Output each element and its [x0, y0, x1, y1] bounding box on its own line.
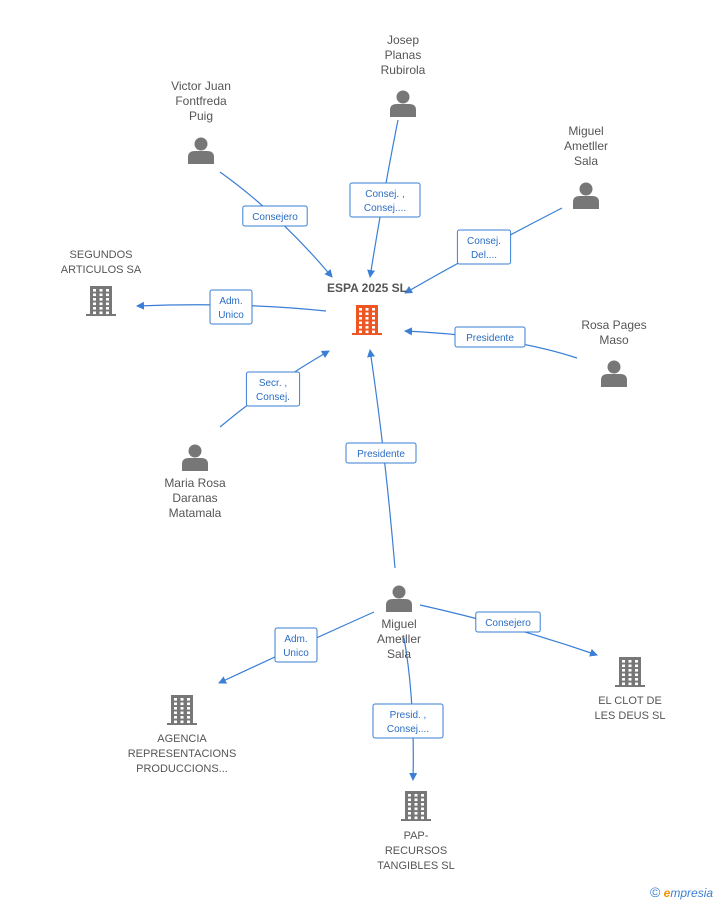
edge-label-box[interactable]: [372, 703, 444, 739]
node-label: Maria Rosa: [164, 476, 226, 490]
node-label: REPRESENTACIONS: [128, 748, 237, 760]
edge-label-text: Consejero: [485, 618, 531, 629]
node-label: TANGIBLES SL: [377, 860, 454, 872]
edge-label-text: Presidente: [466, 333, 514, 344]
edge-label-box[interactable]: [274, 627, 318, 663]
node-label: Miguel: [568, 124, 603, 138]
center-node-label: ESPA 2025 SL: [327, 281, 407, 295]
edge-victor[interactable]: Consejero: [219, 171, 333, 278]
edge-pap[interactable]: Presid. , Consej....: [372, 637, 444, 781]
node-label: Miguel: [381, 617, 416, 631]
edge-label-text: Consej.: [467, 236, 501, 247]
node-agencia[interactable]: AGENCIA REPRESENTACIONS PRODUCCIONS...: [128, 695, 237, 775]
edge-clot[interactable]: Consejero: [419, 604, 598, 657]
person-icon: [601, 360, 627, 387]
person-icon: [390, 90, 416, 117]
building-icon: [86, 286, 116, 316]
edge-label-box[interactable]: [475, 611, 541, 633]
brand-name: mpresia: [670, 886, 714, 900]
node-label: Josep: [387, 33, 419, 47]
edge-label-box[interactable]: [345, 442, 417, 464]
node-label: Daranas: [172, 491, 217, 505]
edge-segundos[interactable]: Adm. Unico: [136, 289, 327, 325]
node-label: Fontfreda: [175, 94, 227, 108]
node-label: Sala: [387, 647, 411, 661]
edge-label-text: Adm.: [284, 634, 307, 645]
node-label: Rosa Pages: [581, 318, 646, 332]
edge-label-text: Presidente: [357, 449, 405, 460]
edge-label-text: Consej.: [256, 392, 290, 403]
person-icon: [182, 444, 208, 471]
edge-label-box[interactable]: [245, 371, 301, 407]
edge-label-text: Consej....: [387, 724, 429, 735]
building-icon: [615, 657, 645, 687]
edge-label-text: Presid. ,: [390, 710, 427, 721]
edge-label-text: Del....: [471, 250, 497, 261]
edge-josep[interactable]: Consej. , Consej....: [349, 119, 421, 278]
footer-brand[interactable]: © empresia: [650, 884, 713, 900]
node-label: Puig: [189, 109, 213, 123]
brand-logo-e: e: [663, 886, 671, 900]
edge-label-box[interactable]: [209, 289, 253, 325]
building-icon: [401, 791, 431, 821]
node-segundos[interactable]: SEGUNDOS ARTICULOS SA: [61, 249, 142, 316]
person-icon: [386, 585, 412, 612]
edge-rosa[interactable]: Presidente: [404, 326, 578, 359]
edge-miguel-bottom[interactable]: Presidente: [345, 349, 417, 569]
node-label: AGENCIA: [157, 733, 207, 745]
node-clot[interactable]: EL CLOT DE LES DEUS SL: [595, 657, 666, 722]
node-label: Ametller: [377, 632, 421, 646]
edge-label-text: Unico: [283, 648, 309, 659]
node-espa[interactable]: ESPA 2025 SL: [327, 281, 407, 335]
person-icon: [188, 137, 214, 164]
node-label: PRODUCCIONS...: [136, 763, 228, 775]
edge-label-text: Consejero: [252, 212, 298, 223]
edge-label-box[interactable]: [349, 182, 421, 218]
node-pap[interactable]: PAP- RECURSOS TANGIBLES SL: [377, 791, 455, 872]
node-label: PAP-: [404, 830, 429, 842]
node-label: EL CLOT DE: [598, 695, 662, 707]
node-label: Victor Juan: [171, 79, 231, 93]
building-icon: [352, 305, 382, 335]
building-icon: [167, 695, 197, 725]
edge-label-text: Consej....: [364, 203, 406, 214]
node-label: Ametller: [564, 139, 608, 153]
edge-label-box[interactable]: [456, 229, 512, 265]
copyright-icon: ©: [650, 884, 661, 900]
edge-miguel-top[interactable]: Consej. Del....: [404, 207, 563, 294]
edge-label-text: Secr. ,: [259, 378, 287, 389]
person-icon: [573, 182, 599, 209]
node-label: ARTICULOS SA: [61, 264, 142, 276]
node-label: Matamala: [169, 506, 222, 520]
edges-layer: Consej. ,Consej....ConsejeroConsej.Del..…: [136, 119, 598, 781]
node-label: LES DEUS SL: [595, 710, 666, 722]
node-label: Planas: [385, 48, 422, 62]
edge-label-text: Unico: [218, 310, 244, 321]
node-label: Rubirola: [381, 63, 426, 77]
node-label: RECURSOS: [385, 845, 447, 857]
edge-agencia[interactable]: Adm. Unico: [218, 611, 375, 684]
edge-label-text: Consej. ,: [365, 189, 404, 200]
edge-label-text: Adm.: [219, 296, 242, 307]
node-label: Sala: [574, 154, 598, 168]
node-label: Maso: [599, 333, 629, 347]
edge-label-box[interactable]: [242, 205, 308, 227]
edge-label-box[interactable]: [454, 326, 526, 348]
edge-maria[interactable]: Secr. , Consej.: [219, 350, 330, 428]
node-label: SEGUNDOS: [70, 249, 133, 261]
